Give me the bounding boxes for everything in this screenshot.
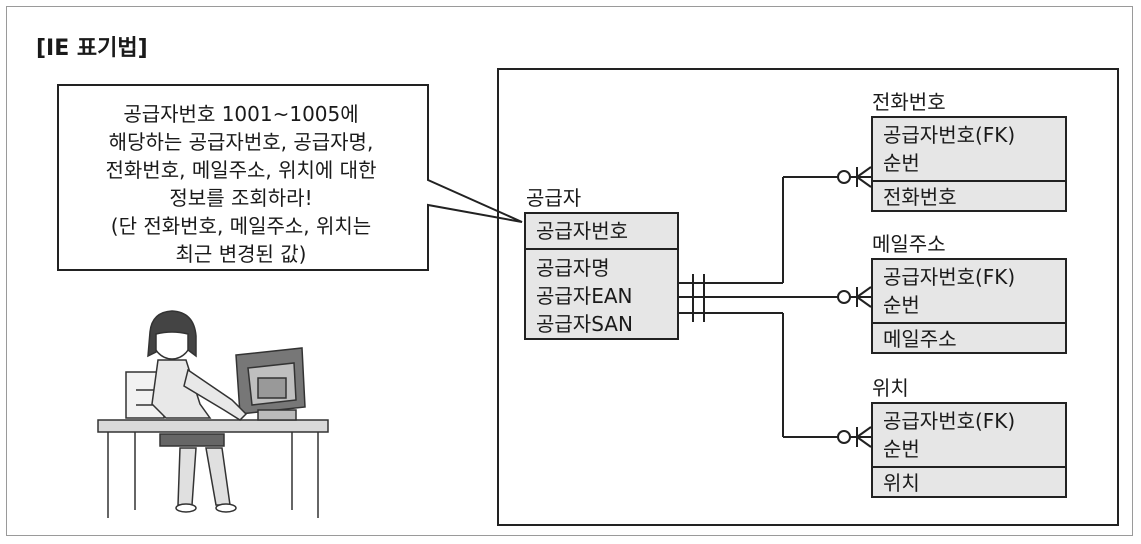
email-entity: 공급자번호(FK) 순번 메일주소 — [871, 258, 1067, 354]
supplier-pk-attr: 공급자번호 — [536, 219, 628, 243]
callout-line: 최근 변경된 값) — [175, 242, 307, 266]
email-attr: 메일주소 — [883, 327, 957, 351]
phone-attrs: 전화번호 — [873, 182, 1065, 215]
keyboard — [159, 433, 225, 447]
phone-attr: 전화번호 — [883, 185, 957, 209]
phone-pk-attr: 공급자번호(FK) — [883, 123, 1016, 147]
supplier-entity-name: 공급자 — [526, 186, 582, 210]
email-entity-name: 메일주소 — [872, 232, 946, 256]
crows-foot-location — [837, 426, 872, 448]
callout-text: 공급자번호 1001~1005에 해당하는 공급자번호, 공급자명, 전화번호,… — [62, 100, 420, 268]
callout-line: 정보를 조회하라! — [169, 186, 313, 210]
desk — [97, 419, 329, 433]
figure-title: [IE 표기법] — [36, 36, 148, 61]
supplier-attr: 공급자명 — [536, 256, 610, 280]
phone-pk-attr: 순번 — [883, 151, 920, 175]
supplier-attr: 공급자EAN — [536, 284, 633, 308]
location-attrs: 위치 — [873, 468, 1065, 501]
callout-line: 전화번호, 메일주소, 위치에 대한 — [105, 158, 377, 182]
crows-foot-email — [837, 286, 872, 308]
person-body — [151, 359, 212, 419]
location-attr: 위치 — [883, 471, 920, 495]
location-entity: 공급자번호(FK) 순번 위치 — [871, 402, 1067, 498]
location-pk: 공급자번호(FK) 순번 — [873, 404, 1065, 468]
phone-entity-name: 전화번호 — [872, 90, 946, 114]
location-pk-attr: 순번 — [883, 437, 920, 461]
email-pk-attr: 순번 — [883, 293, 920, 317]
callout-line: 공급자번호 1001~1005에 — [123, 102, 359, 126]
location-pk-attr: 공급자번호(FK) — [883, 409, 1016, 433]
email-pk: 공급자번호(FK) 순번 — [873, 260, 1065, 324]
phone-pk: 공급자번호(FK) 순번 — [873, 118, 1065, 182]
supplier-attr: 공급자SAN — [536, 312, 633, 336]
location-entity-name: 위치 — [872, 376, 909, 400]
crows-foot-phone — [837, 166, 872, 188]
figure-frame — [6, 6, 1133, 536]
supplier-attrs: 공급자명 공급자EAN 공급자SAN — [526, 250, 677, 342]
supplier-entity: 공급자번호 공급자명 공급자EAN 공급자SAN — [524, 212, 679, 340]
speech-bubble — [57, 84, 523, 271]
phone-entity: 공급자번호(FK) 순번 전화번호 — [871, 116, 1067, 212]
email-attrs: 메일주소 — [873, 324, 1065, 357]
callout-line: 해당하는 공급자번호, 공급자명, — [108, 130, 374, 154]
supplier-pk: 공급자번호 — [526, 214, 677, 250]
erd-frame — [497, 68, 1119, 526]
email-pk-attr: 공급자번호(FK) — [883, 265, 1016, 289]
person-at-computer-illustration — [97, 310, 329, 518]
callout-line: (단 전화번호, 메일주소, 위치는 — [110, 214, 372, 238]
